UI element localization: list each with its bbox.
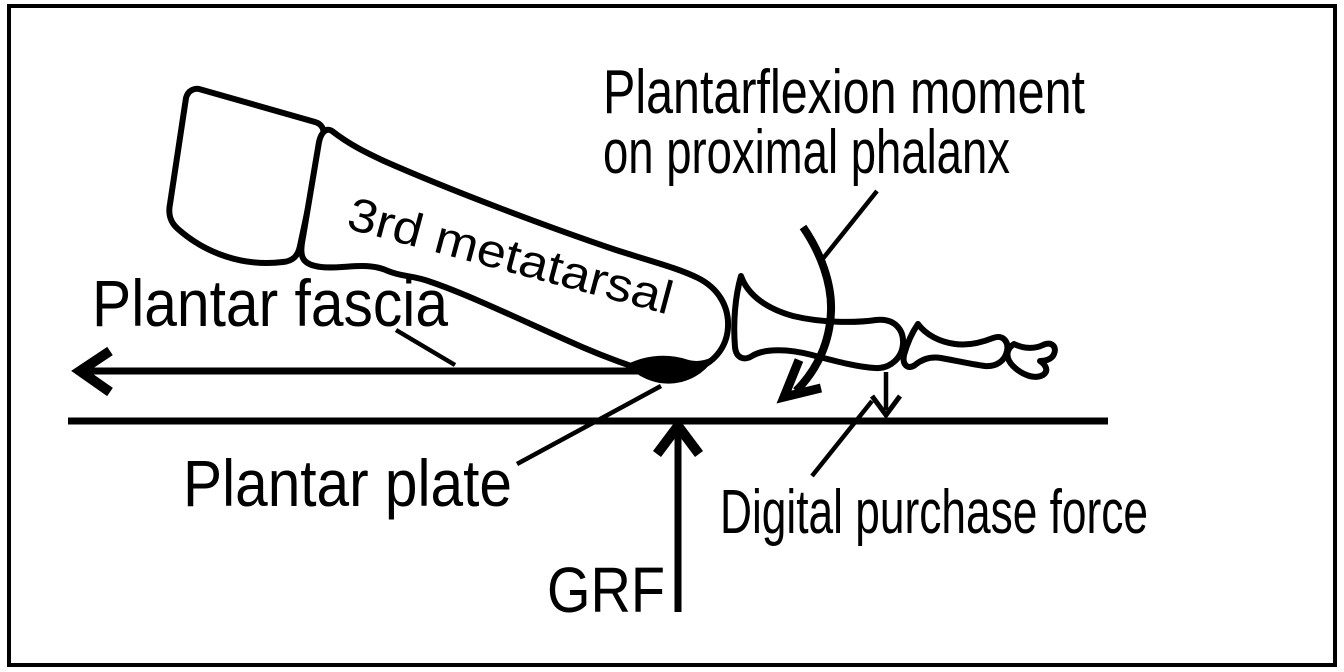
plantar-plate-label: Plantar plate <box>183 446 512 520</box>
moment-label-line1: Plantarflexion moment <box>603 58 1085 127</box>
digital-pointer-line <box>810 399 874 478</box>
moment-pointer-line <box>819 189 879 263</box>
grf-arrow <box>653 417 703 612</box>
digital-purchase-label: Digital purchase force <box>720 478 1148 547</box>
plantar-fascia-arrow <box>71 346 648 397</box>
fascia-pointer-line <box>394 328 457 367</box>
plate-pointer-line <box>515 384 663 466</box>
moment-label-line2: on proximal phalanx <box>603 118 1010 187</box>
plantar-plate-shape <box>627 355 714 384</box>
grf-label: GRF <box>547 554 665 626</box>
distal-phalanx-bone <box>1004 340 1058 380</box>
metatarsal-bone <box>298 126 732 377</box>
proximal-phalanx-bone <box>731 273 907 372</box>
middle-phalanx-bone <box>900 321 1011 370</box>
moment-arrow <box>776 224 836 404</box>
plantar-fascia-label: Plantar fascia <box>92 266 448 340</box>
digital-purchase-arrow <box>869 372 903 420</box>
